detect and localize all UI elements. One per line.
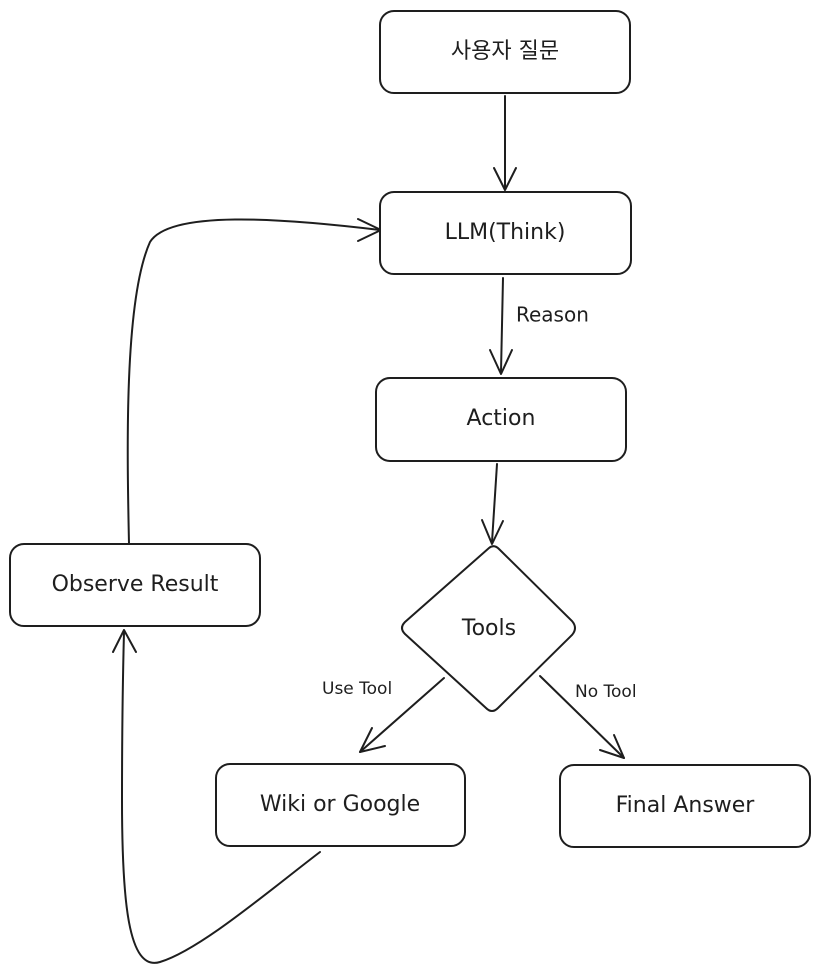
arrowhead-action-to-tools bbox=[481, 519, 504, 545]
arrowhead-wiki-to-observe bbox=[112, 629, 137, 653]
edge-label-reason: Reason bbox=[516, 303, 589, 327]
node-wiki-or-google: Wiki or Google bbox=[215, 763, 466, 847]
node-label: LLM(Think) bbox=[445, 220, 566, 245]
arrowhead-question-to-llm bbox=[493, 167, 517, 191]
edge-label-no-tool: No Tool bbox=[575, 682, 637, 702]
node-final-answer: Final Answer bbox=[559, 764, 811, 848]
node-observe-result: Observe Result bbox=[9, 543, 261, 627]
edge-observe-to-llm bbox=[126, 218, 381, 545]
node-label: Tools bbox=[461, 616, 516, 641]
node-label: Final Answer bbox=[616, 793, 756, 818]
node-label: Observe Result bbox=[52, 572, 219, 597]
edge-tools-to-wiki bbox=[359, 677, 445, 753]
edge-llm-to-action bbox=[500, 277, 504, 373]
node-user-question: 사용자 질문 bbox=[379, 10, 631, 94]
node-tools: Tools bbox=[401, 545, 576, 712]
arrowhead-tools-to-wiki bbox=[359, 727, 386, 753]
edge-tools-to-final bbox=[539, 675, 625, 759]
node-llm-think: LLM(Think) bbox=[379, 191, 632, 275]
edge-wiki-to-observe bbox=[121, 631, 321, 964]
node-action: Action bbox=[375, 377, 627, 462]
node-label: Action bbox=[467, 406, 536, 431]
arrowhead-tools-to-final bbox=[599, 734, 625, 759]
arrowhead-llm-to-action bbox=[489, 349, 513, 375]
edge-label-use-tool: Use Tool bbox=[322, 679, 392, 699]
node-label: 사용자 질문 bbox=[451, 39, 559, 64]
edge-action-to-tools bbox=[491, 463, 498, 543]
node-label: Wiki or Google bbox=[260, 792, 420, 817]
